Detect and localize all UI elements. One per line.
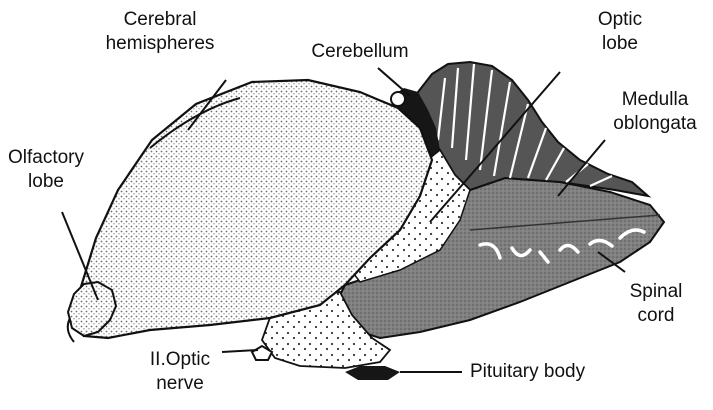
label-pituitary-body: Pituitary body: [470, 360, 630, 384]
label-line: Cerebral: [90, 8, 230, 32]
label-line: oblongata: [600, 112, 710, 136]
pituitary-body-shape: [345, 366, 400, 380]
label-optic-nerve: II.Optic nerve: [130, 348, 230, 396]
label-olfactory-lobe: Olfactory lobe: [0, 146, 92, 194]
label-line: Medulla: [600, 88, 710, 112]
label-line: lobe: [580, 32, 660, 56]
label-line: Pituitary body: [470, 360, 630, 384]
label-line: Spinal: [616, 280, 696, 304]
label-line: cord: [616, 304, 696, 328]
leader-cerebellum: [378, 68, 410, 96]
label-line: Olfactory: [0, 146, 92, 170]
label-medulla-oblongata: Medulla oblongata: [600, 88, 710, 136]
label-line: Cerebellum: [290, 40, 430, 64]
label-cerebellum: Cerebellum: [290, 40, 430, 64]
label-line: lobe: [0, 170, 92, 194]
label-line: II.Optic: [130, 348, 230, 372]
label-cerebral-hemispheres: Cerebral hemispheres: [90, 8, 230, 56]
label-optic-lobe: Optic lobe: [580, 8, 660, 56]
label-line: nerve: [130, 372, 230, 396]
label-line: Optic: [580, 8, 660, 32]
label-spinal-cord: Spinal cord: [616, 280, 696, 328]
label-line: hemispheres: [90, 32, 230, 56]
